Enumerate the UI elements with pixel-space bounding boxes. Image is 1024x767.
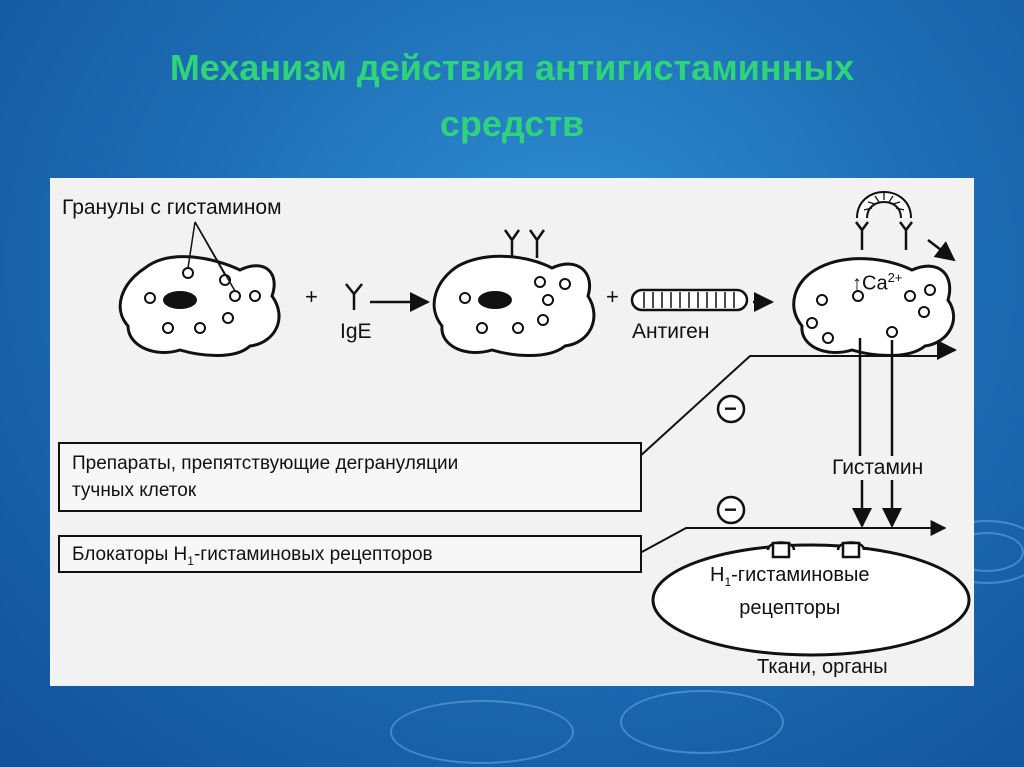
ige-label: IgE xyxy=(340,320,372,343)
antigen-chain xyxy=(630,288,749,312)
mast-cell-1 xyxy=(118,221,281,357)
diagram-graphics xyxy=(118,191,971,657)
h1-receptors-label: Н1-гистаминовые рецепторы xyxy=(710,564,870,619)
plus-sign-2: + xyxy=(606,284,619,309)
degranulation-pointer xyxy=(637,355,940,459)
inhibit-circle-1 xyxy=(716,394,746,424)
ripple-decoration xyxy=(390,700,574,764)
granules-label: Гранулы с гистамином xyxy=(62,196,282,219)
degranulation-drugs-box: Препараты, препятствующие дегрануляции т… xyxy=(58,442,642,512)
ige-antibody xyxy=(345,283,363,310)
inhibit-circle-2 xyxy=(716,495,746,525)
blockers-pointer xyxy=(639,520,947,554)
histamine-label: Гистамин xyxy=(828,456,928,480)
ripple-decoration xyxy=(620,690,784,754)
h1-blockers-box: Блокаторы Н1-гистаминовых рецепторов xyxy=(58,535,642,573)
degranulation-line-2: тучных клеток xyxy=(72,480,197,501)
plus-sign-1: + xyxy=(305,284,318,309)
title-line-1: Механизм действия антигистаминных xyxy=(169,47,855,88)
histamine-release-arrows xyxy=(850,338,902,528)
inhibit-symbol-2: − xyxy=(724,497,737,522)
mast-cell-2 xyxy=(432,229,596,357)
calcium-label: ↑Ca2+ xyxy=(852,270,903,295)
diagram-panel: Гранулы с гистамином + IgE + Антиген ↑Ca… xyxy=(50,178,974,686)
antigen-label: Антиген xyxy=(632,320,710,343)
slide-title: Механизм действия антигистаминных средст… xyxy=(60,40,964,152)
calcium-charge: 2+ xyxy=(887,270,903,285)
mast-cell-3 xyxy=(792,191,956,357)
nucleus xyxy=(163,291,197,309)
tissue-organ xyxy=(651,541,971,657)
tissues-label: Ткани, органы xyxy=(757,656,888,678)
title-line-2: средств xyxy=(439,103,585,144)
degranulation-line-1: Препараты, препятствующие дегрануляции xyxy=(72,453,459,474)
inhibit-symbol-1: − xyxy=(724,396,737,421)
